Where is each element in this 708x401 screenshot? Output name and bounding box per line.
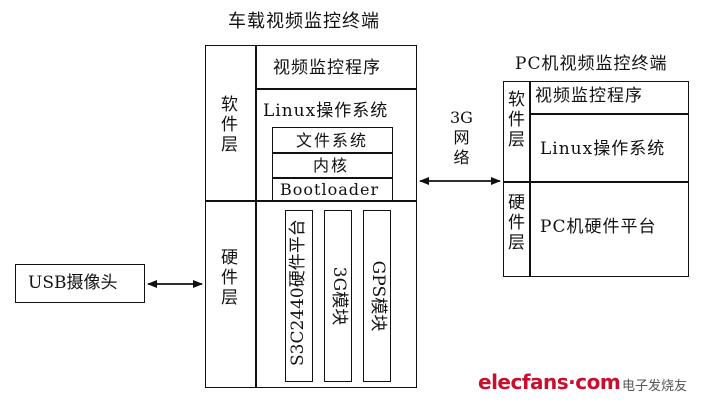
- pc-hardware-layer-label: 硬 件 层: [508, 193, 525, 253]
- os-stack-box: [272, 127, 393, 201]
- vehicle-video-program: 视频监控程序: [273, 58, 381, 78]
- bootloader-label: Bootloader: [280, 180, 380, 199]
- vehicle-left-column-divider: [255, 45, 257, 388]
- elecfans-logo: elecfans·com: [478, 370, 621, 394]
- pc-layer-divider: [503, 181, 689, 183]
- vehicle-hardware-layer-label: 硬 件 层: [221, 248, 238, 308]
- pc-terminal-title: PC机视频监控终端: [515, 54, 668, 74]
- os-stack-divider-1: [272, 152, 393, 154]
- pc-linux-os: Linux操作系统: [540, 139, 666, 159]
- vehicle-linux-os: Linux操作系统: [263, 101, 389, 121]
- gps-module-box: [363, 210, 391, 382]
- kernel-label: 内核: [313, 156, 350, 175]
- usb-camera-box: [15, 264, 145, 303]
- pc-video-program: 视频监控程序: [535, 86, 643, 106]
- pc-hardware-platform: PC机硬件平台: [540, 217, 657, 237]
- pc-software-layer-label: 软 件 层: [508, 90, 525, 150]
- s3c2440-platform-box: [285, 210, 313, 382]
- video-program-divider: [255, 88, 417, 90]
- module-3g-box: [324, 210, 352, 382]
- pc-video-program-divider: [529, 113, 689, 115]
- usb-camera-label: USB摄像头: [28, 273, 118, 293]
- elecfans-tagline: 电子发烧友: [622, 379, 688, 394]
- vehicle-software-layer-label: 软 件 层: [221, 95, 238, 155]
- os-stack-divider-2: [272, 177, 393, 179]
- vehicle-terminal-title: 车载视频监控终端: [228, 11, 380, 32]
- network-3g-label: 3G 网 络: [450, 108, 473, 167]
- pc-left-column-divider: [529, 81, 531, 277]
- file-system-label: 文件系统: [296, 131, 369, 150]
